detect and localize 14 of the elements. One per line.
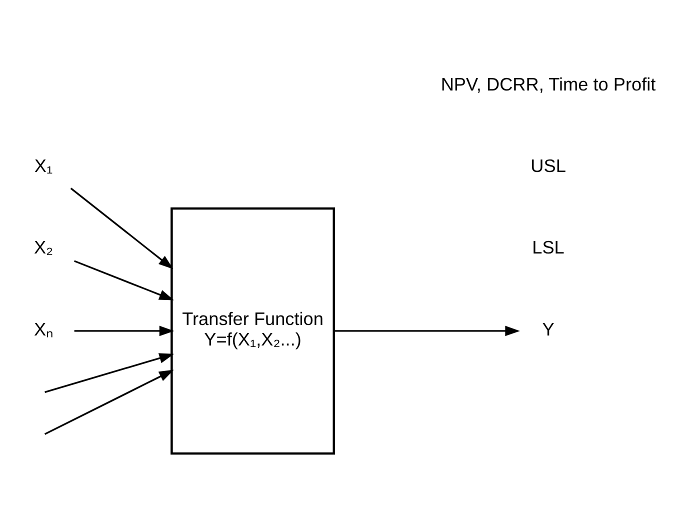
node-text: X₂ [34,237,54,258]
node-text: Y [542,318,554,339]
arrow [74,260,174,300]
arrow [70,187,174,269]
arrow [44,369,174,434]
arrow [334,325,520,336]
arrow [44,352,174,392]
node-box: Transfer Function Y=f(X₁,X₂...) [170,206,336,454]
node-text: Xₙ [34,318,54,339]
arrow [74,325,174,336]
node-text: X₁ [34,155,53,176]
label: USL [530,155,566,176]
label: LSL [532,237,564,258]
label: NPV, DCRR, Time to Profit [440,74,656,94]
